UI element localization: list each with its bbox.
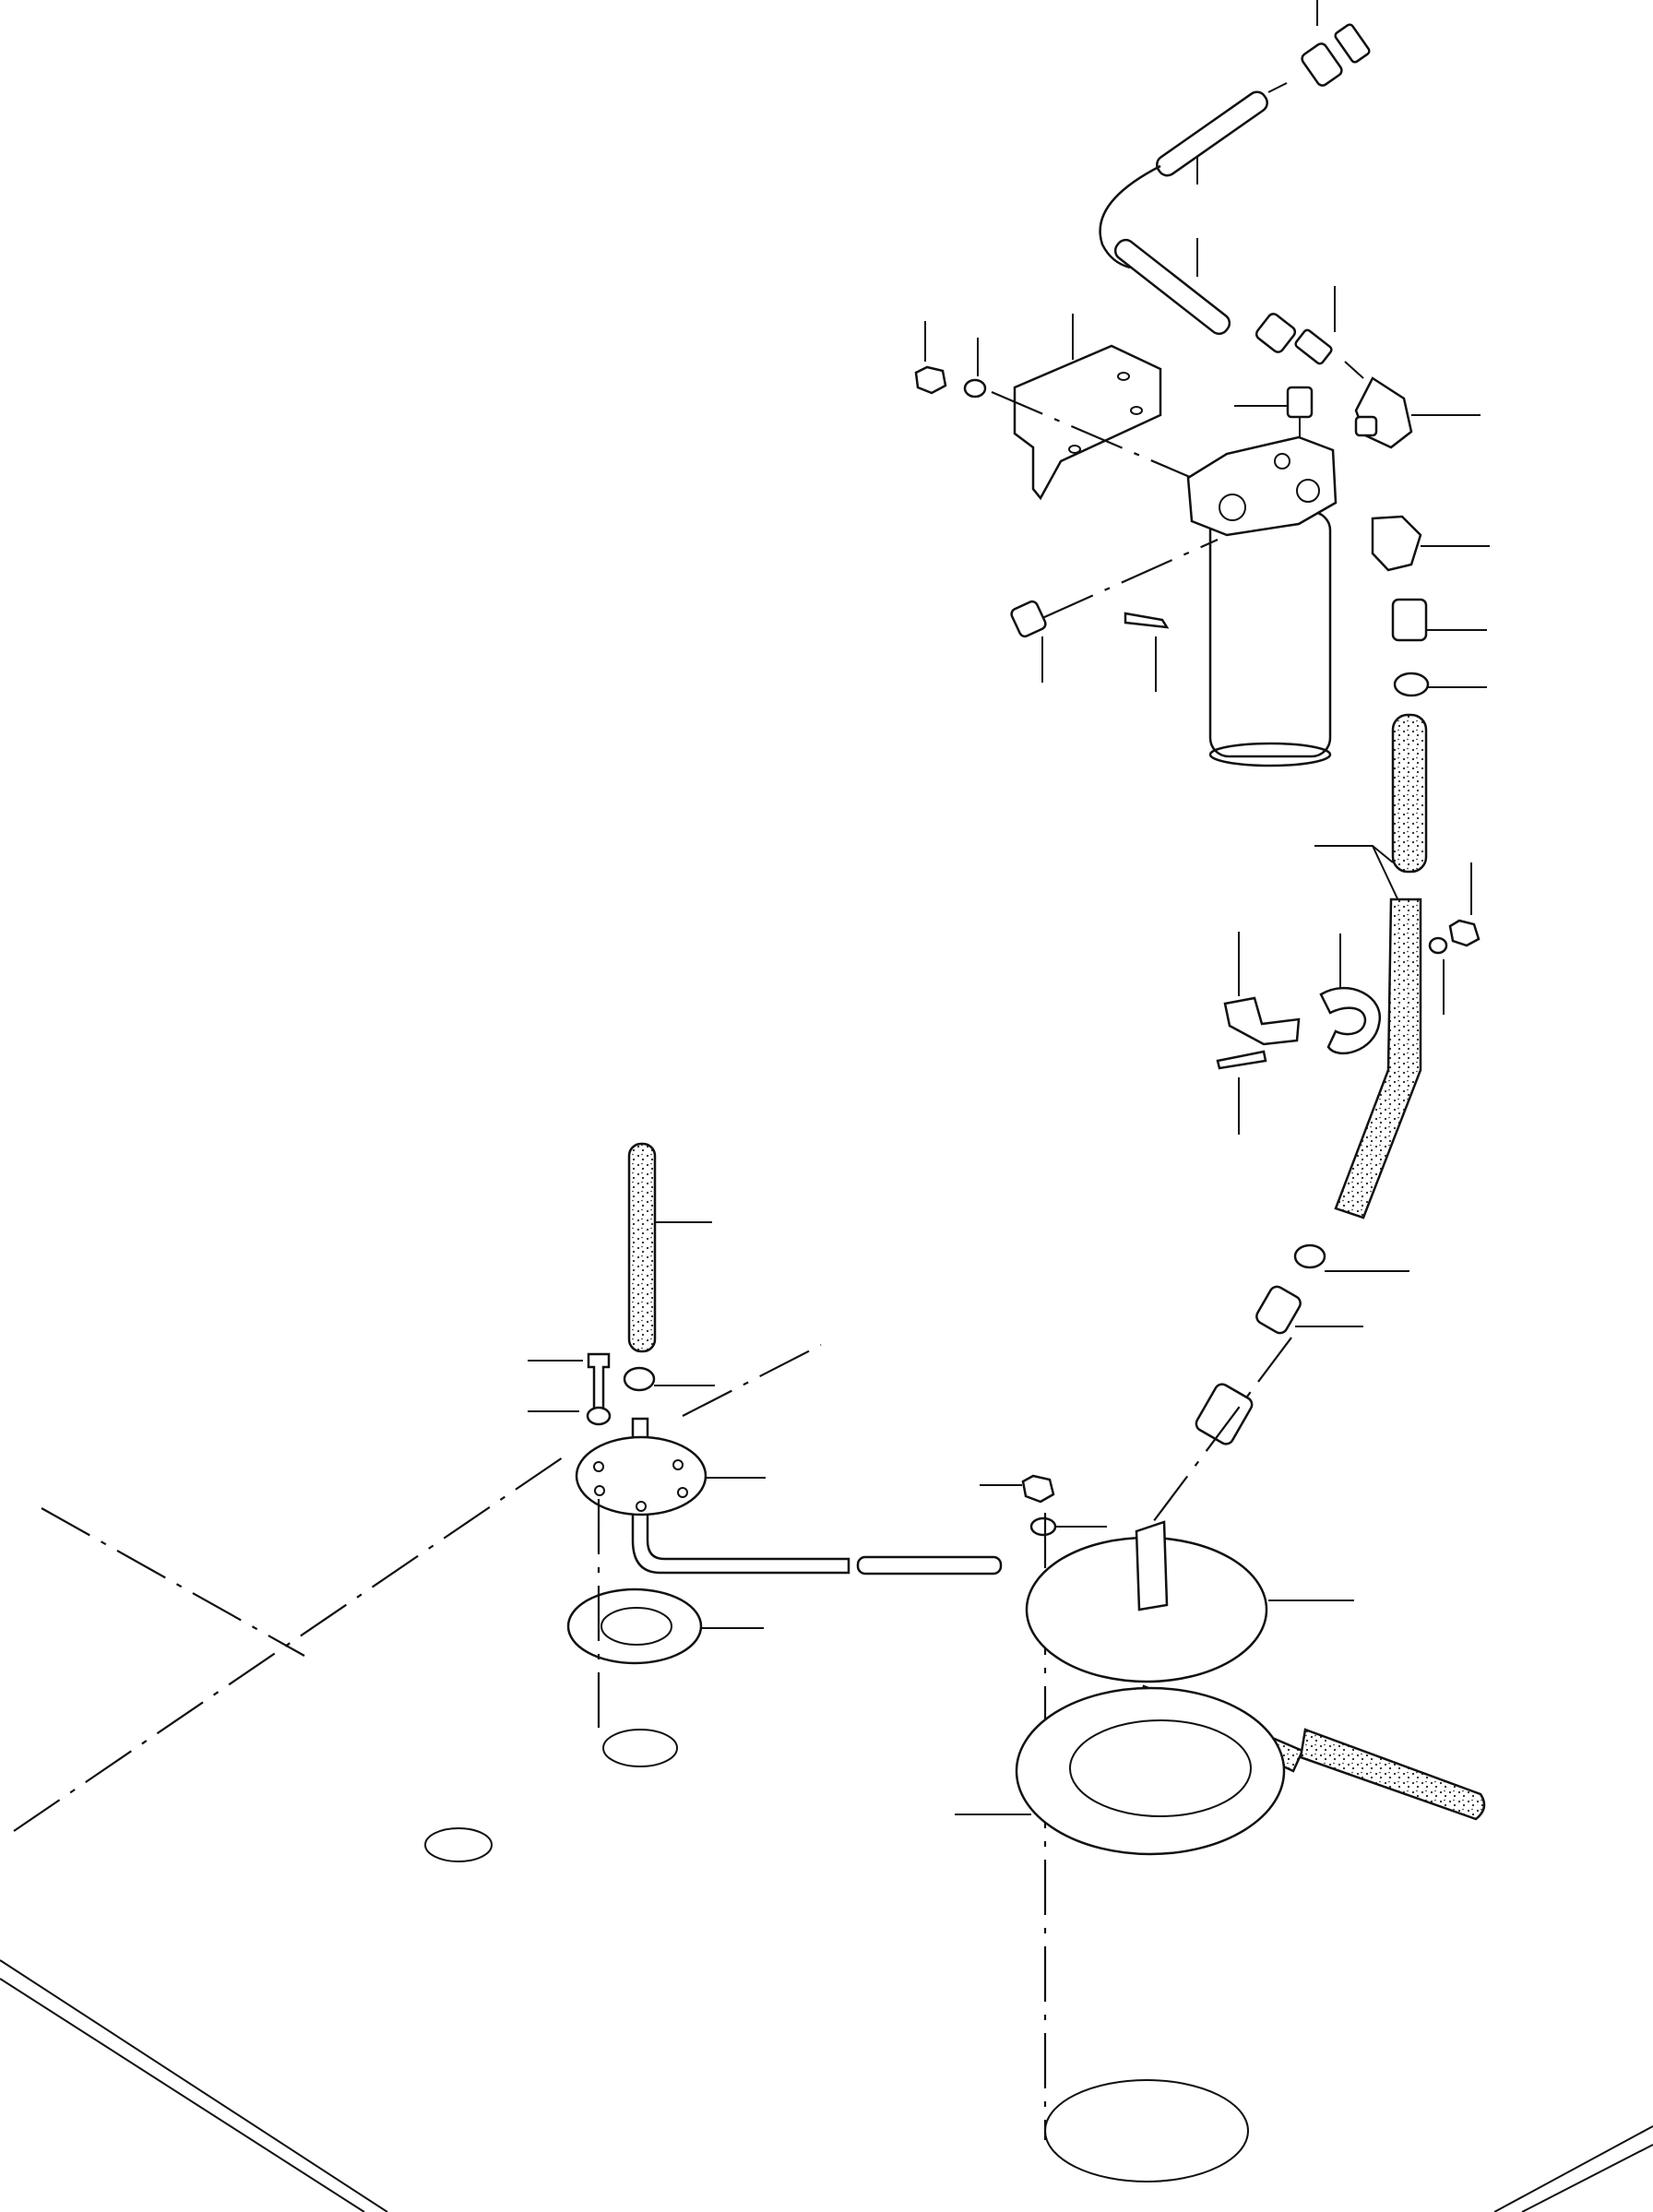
- hose-clamp-upper: [1393, 672, 1430, 697]
- connector-sleeve: [1195, 1383, 1254, 1445]
- outlet-fittings: [1314, 515, 1490, 1219]
- lower-nut: [1255, 313, 1297, 353]
- bolt-suction: [587, 1352, 611, 1411]
- hose-upper: [1391, 713, 1428, 874]
- clip-strap: [1223, 996, 1301, 1046]
- elbow-stub: [1354, 415, 1378, 437]
- bolt-filter: [1124, 612, 1170, 629]
- hose-clamp-suction: [623, 1366, 656, 1392]
- lower-fittings: [1152, 1243, 1409, 1523]
- plug-left: [1010, 600, 1047, 638]
- union-fitting: [1255, 1285, 1302, 1335]
- bracket-assembly: [914, 314, 1283, 518]
- adapter: [1391, 598, 1428, 642]
- pipe-sleeve-lower: [1113, 238, 1231, 336]
- washer-suction: [586, 1406, 612, 1426]
- plug-top: [1286, 386, 1314, 419]
- outlet-tube: [1135, 1520, 1169, 1611]
- tank-outline: [0, 1344, 1653, 2212]
- hose-clamp-lower: [1293, 1243, 1326, 1269]
- suction-flange: [575, 1435, 708, 1516]
- hose-clip: [1216, 862, 1481, 1135]
- washer-clip: [1428, 936, 1448, 955]
- hex-nut-upper: [914, 365, 947, 395]
- suction-hose: [627, 1142, 657, 1353]
- washer-flange: [1029, 1516, 1057, 1537]
- top-connector: [1301, 42, 1343, 87]
- fuel-filter: [1010, 386, 1338, 767]
- hose-lower: [1334, 898, 1422, 1219]
- top-nipple: [1334, 23, 1371, 64]
- lower-nipple: [1294, 328, 1333, 365]
- top-pipe-assembly: [1099, 0, 1481, 449]
- hex-nut-flange: [1021, 1474, 1055, 1504]
- clip-saddle: [1319, 986, 1382, 1055]
- filter-canister: [1208, 510, 1332, 758]
- pipe-sleeve-upper: [1156, 90, 1268, 177]
- washer-upper: [963, 378, 987, 398]
- suction-assembly: [424, 1142, 1003, 1862]
- mounting-bracket: [1013, 344, 1162, 501]
- elbow-lower: [1371, 515, 1422, 572]
- suction-pipe-end: [856, 1555, 1003, 1576]
- elbow-upper: [1354, 376, 1413, 449]
- return-hose-end: [1299, 1728, 1486, 1821]
- hex-nut-clip: [1448, 919, 1481, 947]
- suction-pipe: [631, 1417, 850, 1575]
- screw-clip: [1216, 1050, 1267, 1070]
- outlet-flange-assembly: [955, 1474, 1486, 2182]
